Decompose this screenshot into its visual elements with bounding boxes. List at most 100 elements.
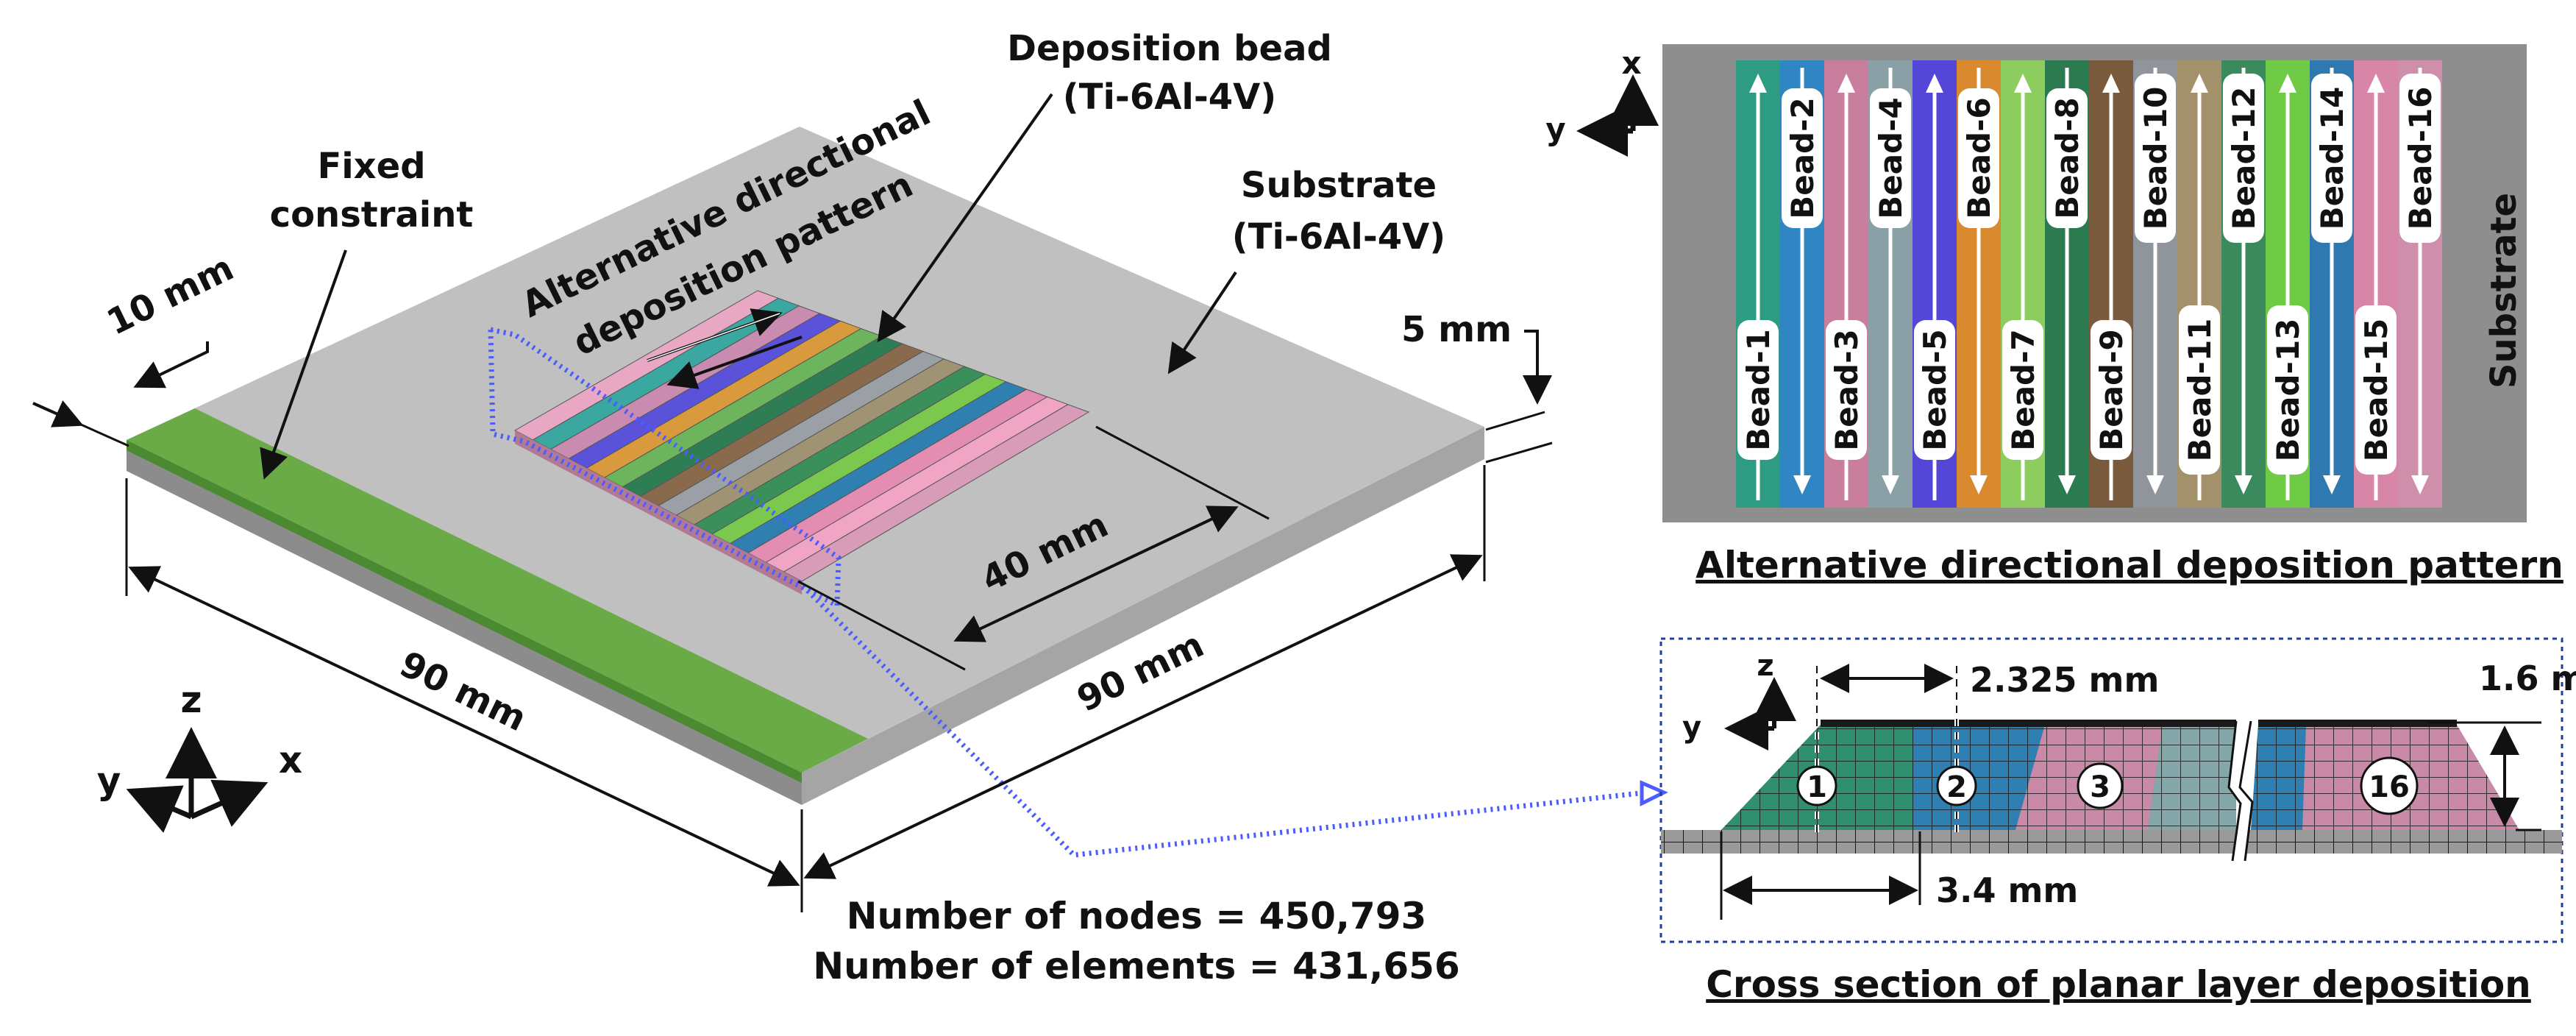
dim-width-right-line	[803, 554, 1483, 879]
bead-direction-arrowhead	[2235, 475, 2252, 494]
bead-label: Bead-11	[2182, 319, 2218, 462]
deposition-bead-strips	[513, 290, 1090, 595]
label-deposition-bead: Deposition bead	[1007, 28, 1332, 69]
pattern-axis-triad: x y	[1545, 45, 1659, 157]
cross-section-title: Cross section of planar layer deposition	[1706, 963, 2531, 1006]
bead-label-box	[1914, 320, 1955, 460]
pattern-substrate-label: Substrate	[2483, 193, 2525, 388]
cross-section-axis-z: z	[1757, 649, 1773, 683]
bead-label-box	[2091, 320, 2132, 460]
bead-label: Bead-15	[2358, 319, 2394, 462]
bead-label-box	[1782, 88, 1823, 228]
dim-width-front-line	[128, 566, 800, 887]
cross-section-break-gap	[2229, 721, 2252, 861]
bead-label: Bead-10	[2138, 87, 2174, 230]
bead-label-box	[1826, 320, 1867, 460]
label-fixed: Fixed	[317, 146, 425, 187]
bead-label: Bead-12	[2226, 87, 2262, 230]
bead-label-box	[2267, 305, 2308, 475]
bead-label: Bead-16	[2402, 87, 2438, 230]
label-bead-material: (Ti-6Al-4V)	[1063, 77, 1276, 118]
substrate-3d-view	[127, 127, 1668, 858]
bead-number-1: 1	[1796, 765, 1837, 806]
cross-section-axis-triad: z y	[1682, 649, 1796, 751]
bead-label-box	[1737, 320, 1779, 460]
cross-section-frame	[1659, 637, 2563, 943]
dim-bead-length-ext1	[1095, 425, 1270, 520]
dim-thickness: 5 mm	[1401, 309, 1512, 350]
bead-label-box	[2355, 305, 2397, 475]
bead-direction-arrowhead	[1882, 475, 1899, 494]
bead-direction-arrowhead	[2411, 475, 2429, 494]
bead-number-2: 2	[1936, 765, 1977, 806]
bead-label-box	[2179, 305, 2220, 475]
axis-triad-3d: z y x	[97, 678, 302, 833]
bead-label: Bead-2	[1785, 97, 1821, 219]
bead-label: Bead-7	[2005, 329, 2041, 451]
bead-direction-arrowhead	[2367, 74, 2385, 93]
svg-text:1: 1	[1807, 770, 1827, 804]
bead-direction-arrowhead	[2058, 475, 2076, 494]
bead-direction-arrowhead	[1926, 74, 1943, 93]
bead-number-16: 16	[2360, 756, 2419, 815]
label-constraint: constraint	[270, 194, 474, 235]
bead-label: Bead-5	[1917, 329, 1953, 451]
bead-label: Bead-14	[2314, 87, 2350, 230]
dim-width: 3.4 mm	[1936, 870, 2078, 910]
bead-label-box	[2002, 320, 2043, 460]
deposition-pattern-panel: Bead-1Bead-2Bead-3Bead-4Bead-5Bead-6Bead…	[1545, 44, 2563, 586]
pattern-axis-y: y	[1545, 111, 1565, 147]
svg-text:2: 2	[1946, 770, 1967, 804]
bead-label: Bead-13	[2270, 319, 2306, 462]
svg-text:3: 3	[2090, 770, 2110, 804]
dim-margin-leader	[133, 341, 209, 388]
leader-fixed-constraint	[260, 249, 347, 480]
bead-label: Bead-9	[2093, 329, 2130, 451]
bead-label: Bead-6	[1961, 97, 1997, 219]
axis-x-label: x	[279, 739, 302, 781]
bead-direction-arrowhead	[2102, 74, 2120, 93]
bead-direction-arrowhead	[2191, 74, 2208, 93]
label-substrate-material: (Ti-6Al-4V)	[1232, 216, 1445, 258]
cross-section-connector-head	[1640, 780, 1668, 807]
bead-label-box	[2046, 88, 2088, 228]
bead-label-box	[2135, 74, 2176, 243]
mesh-element-count: Number of elements = 431,656	[813, 945, 1460, 987]
axis-y-label: y	[97, 759, 121, 802]
bead-direction-arrowhead	[1970, 475, 1988, 494]
bead-direction-arrowhead	[2146, 475, 2164, 494]
pattern-title: Alternative directional deposition patte…	[1696, 544, 2563, 586]
bead-label: Bead-1	[1740, 329, 1776, 451]
axis-z-label: z	[180, 678, 202, 721]
mesh-node-count: Number of nodes = 450,793	[847, 895, 1427, 937]
bead-direction-arrowhead	[2323, 475, 2341, 494]
deposition-direction-arrow-back	[666, 336, 803, 389]
dim-thickness-leader	[1523, 330, 1552, 405]
bead-direction-arrowhead	[1749, 74, 1767, 93]
bead-label-box	[2311, 74, 2352, 243]
bead-label-box	[1958, 88, 1999, 228]
bead-direction-arrowhead	[1837, 74, 1855, 93]
cross-section-axis-y: y	[1682, 711, 1701, 745]
bead-label-box	[2223, 74, 2264, 243]
bead-direction-arrowhead	[2014, 74, 2032, 93]
bead-number-3: 3	[2077, 762, 2124, 809]
dim-margin: 10 mm	[101, 247, 241, 344]
pattern-axis-x: x	[1621, 45, 1641, 81]
leader-deposition-bead	[877, 93, 1053, 343]
pattern-substrate-edge	[2442, 44, 2527, 522]
leader-substrate	[1167, 271, 1237, 375]
bead-label: Bead-8	[2049, 97, 2085, 219]
label-substrate: Substrate	[1241, 165, 1437, 206]
bead-label: Bead-3	[1829, 329, 1865, 451]
dim-height: 1.6 mm	[2479, 659, 2576, 698]
bead-label: Bead-4	[1873, 97, 1909, 219]
bead-label-box	[2399, 74, 2441, 243]
svg-text:16: 16	[2369, 770, 2410, 804]
bead-direction-arrowhead	[1793, 475, 1811, 494]
bead-direction-arrowhead	[2279, 74, 2296, 93]
bead-label-box	[1870, 88, 1911, 228]
cross-section-panel: 1 2 3 16 2.325 mm 3.4 mm 1.6 mm z y	[1659, 637, 2576, 1006]
pattern-bead-columns: Bead-1Bead-2Bead-3Bead-4Bead-5Bead-6Bead…	[1736, 44, 2527, 522]
